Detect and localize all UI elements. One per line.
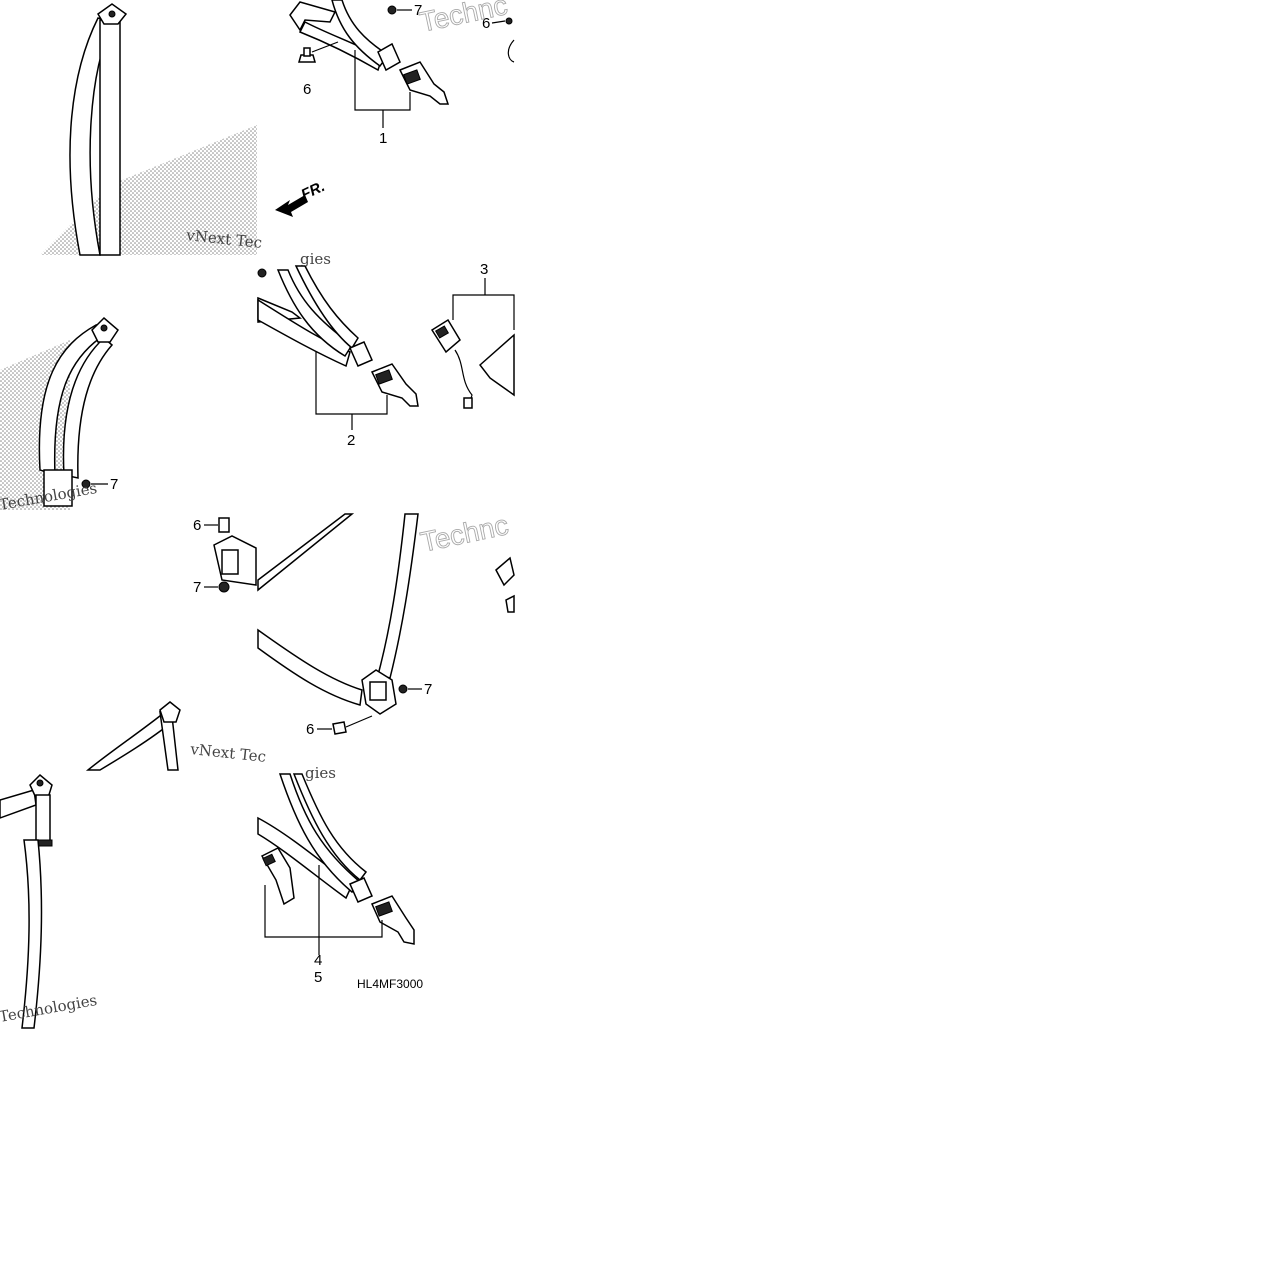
upper-strap (0, 789, 37, 819)
callout-3: 3 (480, 261, 488, 278)
bolt (257, 268, 267, 278)
tile-3: 7 Technologies (0, 316, 119, 514)
callout-7: 7 (424, 681, 432, 698)
nut (218, 581, 230, 593)
belt-strap (99, 19, 121, 256)
seat-frame (478, 333, 515, 397)
seat-buckle (495, 556, 515, 587)
leader-line (491, 20, 506, 24)
front-direction-label: FR. (299, 178, 328, 204)
anchor-bolt (108, 10, 116, 18)
watermark-tile-fragment: gies (305, 764, 336, 782)
buckle-slot (262, 853, 276, 867)
callout-2: 2 (347, 432, 355, 449)
tile-1: vNext Tec (40, 3, 263, 256)
belt-guide (35, 794, 51, 846)
buckle-button (375, 901, 393, 917)
trim-edge (507, 39, 515, 63)
buckle-button (403, 69, 421, 85)
bracket-callout-2 (315, 352, 388, 430)
bolt-shank (345, 715, 373, 728)
bracket-callout-3 (452, 278, 515, 330)
bolt-shank (303, 47, 311, 57)
tile-7: Technologies (0, 773, 98, 1029)
tile-6: 7 6 Technc (257, 509, 515, 738)
anchor-cover-inner (221, 549, 239, 575)
shoulder-belt (21, 839, 43, 1029)
bolt (332, 721, 347, 735)
buckle-connector (463, 397, 473, 409)
tile-4: gies 2 3 (257, 250, 515, 449)
watermark-text: vNext Tec (189, 740, 267, 766)
lap-belt (257, 298, 351, 368)
lap-belt (298, 20, 383, 72)
seat-buckle (430, 318, 461, 354)
bracket-callout-4-5 (264, 865, 383, 955)
lap-belt (257, 628, 363, 706)
nut (398, 684, 408, 694)
callout-6: 6 (303, 81, 311, 98)
buckle-slot (434, 325, 450, 339)
buckle-button (375, 369, 393, 385)
watermark-brand: Technc (418, 509, 511, 558)
shoulder-belt (377, 513, 419, 679)
shoulder-belt (331, 0, 390, 68)
pillar-trim (289, 1, 337, 32)
bracket-callout-1 (354, 50, 411, 128)
callout-6: 6 (193, 517, 201, 534)
shoulder-belt (276, 269, 354, 358)
anchor-bolt (100, 324, 108, 332)
shoulder-belt (278, 773, 362, 894)
callout-6: 6 (306, 721, 314, 738)
callout-5: 5 (314, 969, 322, 986)
shoulder-belt (85, 710, 174, 771)
callout-7: 7 (110, 476, 118, 493)
drawing-code: HL4MF3000 (357, 977, 423, 991)
belt-anchor (29, 773, 53, 799)
belt-buckle-tongue (377, 42, 401, 72)
rear-belt (257, 513, 355, 592)
retractor (43, 469, 73, 507)
nut (387, 5, 397, 15)
tile-2: 1 6 7 6 Technc FR. (275, 0, 515, 217)
callout-6: 6 (482, 15, 490, 32)
anchor-bolt (36, 779, 44, 787)
callout-1: 1 (379, 130, 387, 147)
callout-7: 7 (414, 2, 422, 19)
bolt (505, 17, 513, 25)
watermark-brand: Technc (417, 0, 510, 38)
tile-5: 6 7 vNext Tec (85, 517, 267, 771)
tile-8: gies 4 5 HL4MF3000 (257, 764, 423, 991)
bolt (218, 517, 230, 533)
belt-buckle-tongue (349, 341, 373, 367)
watermark-tile-fragment: gies (300, 250, 331, 268)
callout-7: 7 (193, 579, 201, 596)
watermark-text: Technologies (0, 991, 98, 1026)
belt-buckle-tongue (349, 877, 373, 903)
callout-4: 4 (314, 952, 322, 969)
leader-line (311, 41, 339, 53)
seat-buckle-lower (505, 594, 515, 613)
retractor-face (369, 681, 387, 701)
front-direction-arrow (275, 195, 308, 217)
belt-buckle (370, 363, 419, 407)
buckle-cable (454, 349, 473, 409)
belt-anchor (159, 701, 181, 723)
nut (81, 479, 91, 489)
